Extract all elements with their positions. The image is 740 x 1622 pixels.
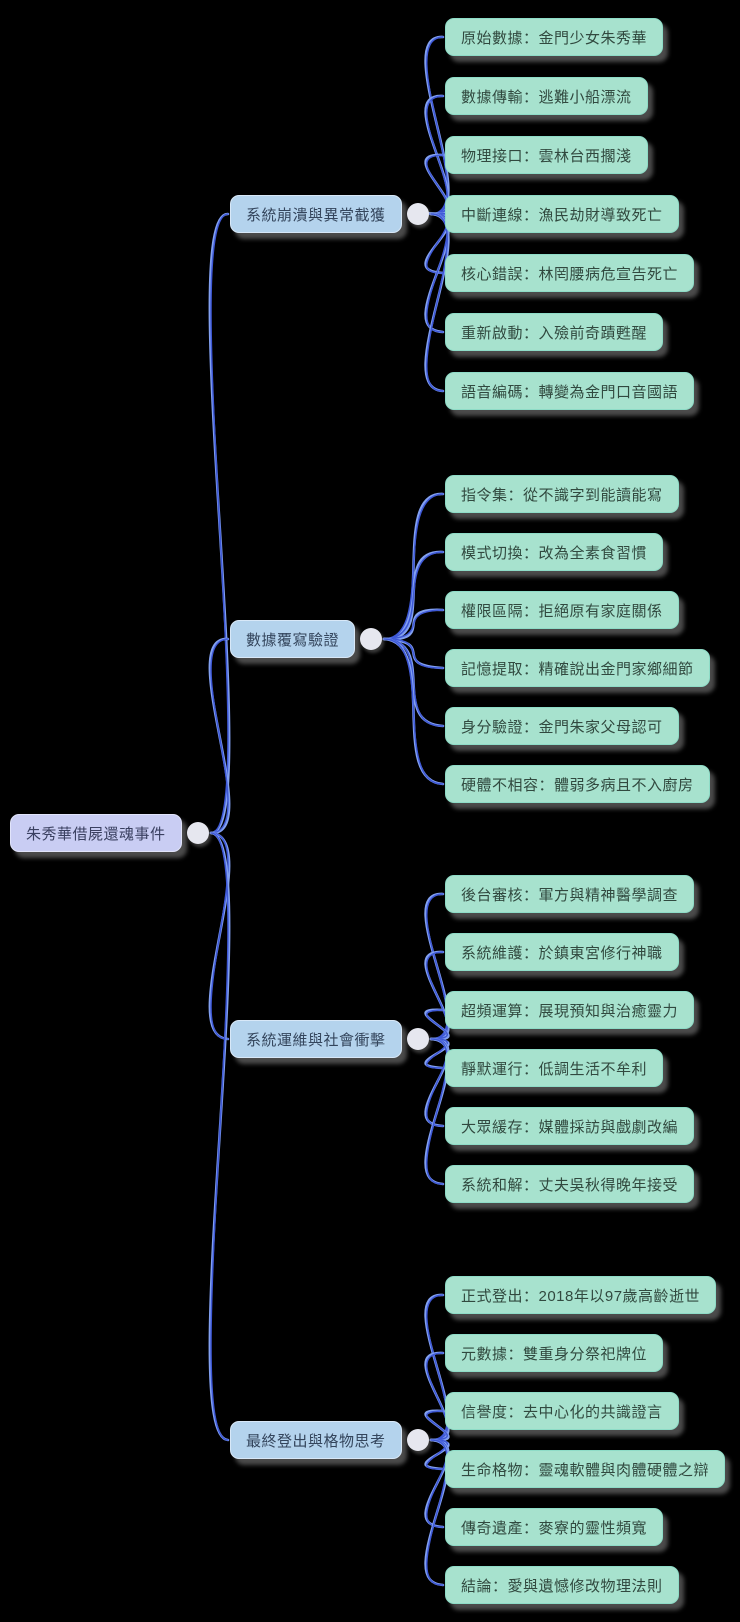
node-leaf[interactable]: 語音編碼：轉變為金門口音國語 (445, 372, 695, 410)
edge-path (426, 951, 448, 1040)
node-root[interactable]: 朱秀華借屍還魂事件 (10, 814, 182, 852)
node-leaf[interactable]: 物理接口：雲林台西擱淺 (445, 136, 648, 174)
edge-path (210, 213, 229, 834)
node-leaf[interactable]: 系統和解：丈夫吳秋得晚年接受 (445, 1165, 695, 1203)
edge-path (426, 1009, 448, 1040)
branch-collapse-button[interactable] (407, 203, 429, 225)
edge-path (210, 638, 229, 834)
node-leaf[interactable]: 重新啟動：入殮前奇蹟甦醒 (445, 313, 664, 351)
node-leaf[interactable]: 指令集：從不識字到能讀能寫 (445, 475, 679, 513)
edge-path (210, 832, 229, 1040)
node-leaf[interactable]: 信譽度：去中心化的共識證言 (445, 1392, 679, 1430)
branch-collapse-button[interactable] (407, 1429, 429, 1451)
node-leaf[interactable]: 數據傳輸：逃難小船漂流 (445, 77, 648, 115)
node-leaf[interactable]: 靜默運行：低調生活不牟利 (445, 1049, 664, 1087)
edge-path (425, 1439, 449, 1586)
node-leaf[interactable]: 正式登出：2018年以97歲高齡逝世 (445, 1276, 717, 1314)
edge-path (383, 638, 444, 669)
branch-collapse-button[interactable] (360, 628, 382, 650)
edge-path (383, 609, 444, 640)
node-leaf[interactable]: 身分驗證：金門朱家父母認可 (445, 707, 679, 745)
node-leaf[interactable]: 生命格物：靈魂軟體與肉體硬體之辯 (445, 1450, 726, 1488)
edge-path (426, 1038, 448, 1127)
node-branch[interactable]: 數據覆寫驗證 (230, 620, 356, 658)
edge-path (383, 493, 444, 640)
edge-path (425, 1294, 449, 1441)
node-leaf[interactable]: 原始數據：金門少女朱秀華 (445, 18, 664, 56)
node-leaf[interactable]: 模式切換：改為全素食習慣 (445, 533, 664, 571)
node-leaf[interactable]: 傳奇遺產：麥寮的靈性頻寬 (445, 1508, 664, 1546)
node-branch[interactable]: 最終登出與格物思考 (230, 1421, 402, 1459)
node-branch[interactable]: 系統崩潰與異常截獲 (230, 195, 402, 233)
branch-collapse-button[interactable] (407, 1028, 429, 1050)
node-leaf[interactable]: 後台審核：軍方與精神醫學調查 (445, 875, 695, 913)
edge-path (426, 36, 448, 215)
node-leaf[interactable]: 大眾緩存：媒體採訪與戲劇改編 (445, 1107, 695, 1145)
edge-path (383, 638, 444, 785)
edge-path (210, 832, 229, 1441)
node-leaf[interactable]: 結論：愛與遺憾修改物理法則 (445, 1566, 679, 1604)
node-leaf[interactable]: 元數據：雙重身分祭祀牌位 (445, 1334, 664, 1372)
root-collapse-button[interactable] (187, 822, 209, 844)
node-leaf[interactable]: 權限區隔：拒絕原有家庭關係 (445, 591, 679, 629)
node-branch[interactable]: 系統運維與社會衝擊 (230, 1020, 402, 1058)
node-leaf[interactable]: 硬體不相容：體弱多病且不入廚房 (445, 765, 710, 803)
edge-path (426, 1410, 448, 1441)
edge-path (383, 551, 444, 640)
edge-path (426, 1439, 448, 1528)
edge-path (383, 638, 444, 727)
node-leaf[interactable]: 超頻運算：展現預知與治癒靈力 (445, 991, 695, 1029)
edge-path (426, 213, 448, 392)
edge-path (426, 154, 448, 215)
edge-path (426, 213, 448, 274)
edge-path (426, 1038, 448, 1069)
edge-path (426, 1352, 448, 1441)
edge-path (425, 893, 449, 1040)
node-leaf[interactable]: 記憶提取：精確說出金門家鄉細節 (445, 649, 710, 687)
node-leaf[interactable]: 系統維護：於鎮東宮修行神職 (445, 933, 679, 971)
edge-path (425, 1038, 449, 1185)
node-leaf[interactable]: 中斷連線：漁民劫財導致死亡 (445, 195, 679, 233)
edge-path (426, 1439, 448, 1470)
node-leaf[interactable]: 核心錯誤：林罔腰病危宣告死亡 (445, 254, 695, 292)
